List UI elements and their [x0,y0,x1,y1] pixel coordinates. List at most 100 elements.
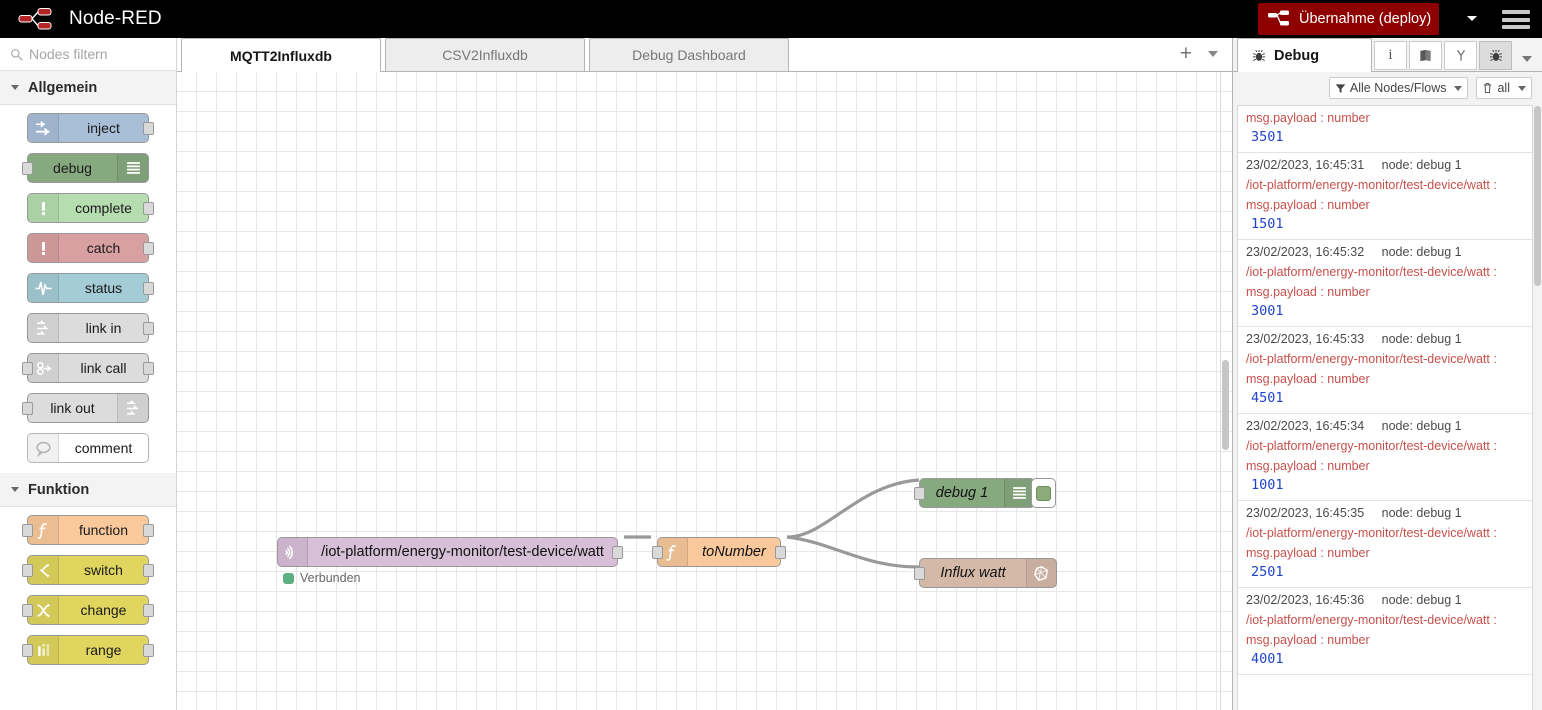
palette-port-in[interactable] [22,564,33,577]
debug-message[interactable]: 23/02/2023, 16:45:34 node: debug 1 /iot-… [1238,414,1532,501]
palette-node-debug[interactable]: debug [22,153,149,183]
config-nodes-button[interactable] [1444,41,1477,70]
deploy-nodes-icon [1268,10,1289,26]
palette-port-out[interactable] [143,242,154,255]
wire-tonumber-to-influx [786,535,920,569]
flow-port-out[interactable] [775,546,786,559]
palette-port-out[interactable] [143,322,154,335]
add-flow-button[interactable]: + [1179,42,1192,65]
help-icon-button[interactable] [1409,41,1442,70]
debug-message[interactable]: 23/02/2023, 16:45:35 node: debug 1 /iot-… [1238,501,1532,588]
debug-message-meta: 23/02/2023, 16:45:36 node: debug 1 [1246,593,1524,607]
debug-enabled-toggle [1036,485,1051,501]
deploy-dropdown-button[interactable] [1455,16,1477,21]
palette-category-funktion[interactable]: Funktion [0,473,176,507]
flow-node-influx-watt[interactable]: Influx watt [914,558,1057,588]
palette-node-range[interactable]: range [22,635,154,665]
sidebar-menu-button[interactable] [1522,56,1532,62]
palette-node-label: range [85,642,122,658]
palette-node-label: change [80,602,127,618]
info-icon: i [1388,47,1393,63]
flow-port-in[interactable] [914,487,925,500]
flow-list-menu-button[interactable] [1208,50,1218,57]
palette-port-out[interactable] [143,202,154,215]
main-menu-button[interactable] [1502,10,1530,29]
debug-timestamp: 23/02/2023, 16:45:31 [1246,158,1365,172]
palette-port-in[interactable] [22,402,33,415]
debug-icon-button[interactable] [1479,41,1512,70]
debug-node-toggle-button[interactable] [1031,478,1056,508]
palette-port-in[interactable] [22,524,33,537]
palette-port-in[interactable] [22,644,33,657]
palette-port-out[interactable] [143,362,154,375]
palette-search[interactable]: Nodes filtern [0,38,176,71]
debug-message[interactable]: 23/02/2023, 16:45:32 node: debug 1 /iot-… [1238,240,1532,327]
debug-value: 4501 [1251,390,1284,406]
palette-port-out[interactable] [143,122,154,135]
palette-port-in[interactable] [22,362,33,375]
debug-filter-button[interactable]: Alle Nodes/Flows [1328,77,1469,99]
palette-node-switch[interactable]: switch [22,555,154,585]
palette-port-in[interactable] [22,604,33,617]
flow-canvas[interactable]: /iot-platform/energy-monitor/test-device… [177,72,1232,710]
flow-tab-debug-dashboard[interactable]: Debug Dashboard [589,38,789,71]
palette-node-catch[interactable]: catch [27,233,154,263]
debug-message[interactable]: 23/02/2023, 16:45:31 node: debug 1 /iot-… [1238,153,1532,240]
palette-node-function[interactable]: function [22,515,154,545]
hamburger-bar [1502,10,1530,14]
debug-clear-button[interactable]: all [1476,77,1532,99]
debug-message-meta: 23/02/2023, 16:45:35 node: debug 1 [1246,506,1524,520]
chevron-down-icon [11,487,19,492]
flow-tab-csv2influxdb[interactable]: CSV2Influxdb [385,38,585,71]
palette-node-complete[interactable]: complete [27,193,154,223]
debug-topic: /iot-platform/energy-monitor/test-device… [1246,526,1497,540]
flow-tab-mqtt2influxdb[interactable]: MQTT2Influxdb [181,38,381,72]
debug-property: msg.payload : number [1246,546,1370,560]
debug-message-meta: 23/02/2023, 16:45:32 node: debug 1 [1246,245,1524,259]
debug-message[interactable]: 23/02/2023, 16:45:36 node: debug 1 /iot-… [1238,588,1532,675]
wire-tonumber-to-debug [786,478,920,539]
flow-port-in[interactable] [914,567,925,580]
deploy-button[interactable]: Übernahme (deploy) [1258,3,1440,35]
palette-node-link-out[interactable]: link out [22,393,149,423]
flow-node-debug-1[interactable]: debug 1 [914,478,1056,508]
palette-category-allgemein[interactable]: Allgemein [0,71,176,105]
debug-scrollbar-thumb[interactable] [1534,106,1541,286]
debug-message[interactable]: 23/02/2023, 16:45:33 node: debug 1 /iot-… [1238,327,1532,414]
app-header: Node-RED Übernahme (deploy) [0,0,1542,38]
palette-node-link-in[interactable]: link in [27,313,154,343]
palette-node-list: inject debug complete catch status link in l… [0,105,176,463]
palette-node-inject[interactable]: inject [27,113,154,143]
palette-port-out[interactable] [143,564,154,577]
palette-node-label: catch [86,240,121,256]
pulse-icon-box [28,274,59,302]
palette-node-comment[interactable]: comment [27,433,149,463]
palette-node-link-call[interactable]: link call [22,353,154,383]
flow-node-mqtt-in[interactable]: /iot-platform/energy-monitor/test-device… [277,537,623,585]
function-f-icon-box [28,516,59,544]
palette-port-out[interactable] [143,644,154,657]
flow-node-to-number[interactable]: toNumber [652,537,786,567]
canvas-scrollbar-thumb[interactable] [1222,360,1229,450]
debug-value: 3501 [1251,129,1284,145]
pulse-icon [35,281,51,295]
filter-funnel-icon [1335,83,1346,93]
palette-port-out[interactable] [143,524,154,537]
link-call-icon-box [28,354,59,382]
debug-source-node: node: debug 1 [1381,593,1462,607]
palette-port-out[interactable] [143,282,154,295]
info-icon-button[interactable]: i [1374,41,1407,70]
flow-port-out[interactable] [612,546,623,559]
tab-debug[interactable]: Debug [1237,38,1372,72]
palette-node-label: link call [80,360,127,376]
palette-node-status[interactable]: status [27,273,154,303]
palette-node-change[interactable]: change [22,595,154,625]
debug-bug-icon [1489,49,1502,61]
palette-port-in[interactable] [22,162,33,175]
palette-port-out[interactable] [143,604,154,617]
flow-port-in[interactable] [652,546,663,559]
debug-list-icon [126,161,140,174]
inject-arrow-icon-box [28,114,59,142]
